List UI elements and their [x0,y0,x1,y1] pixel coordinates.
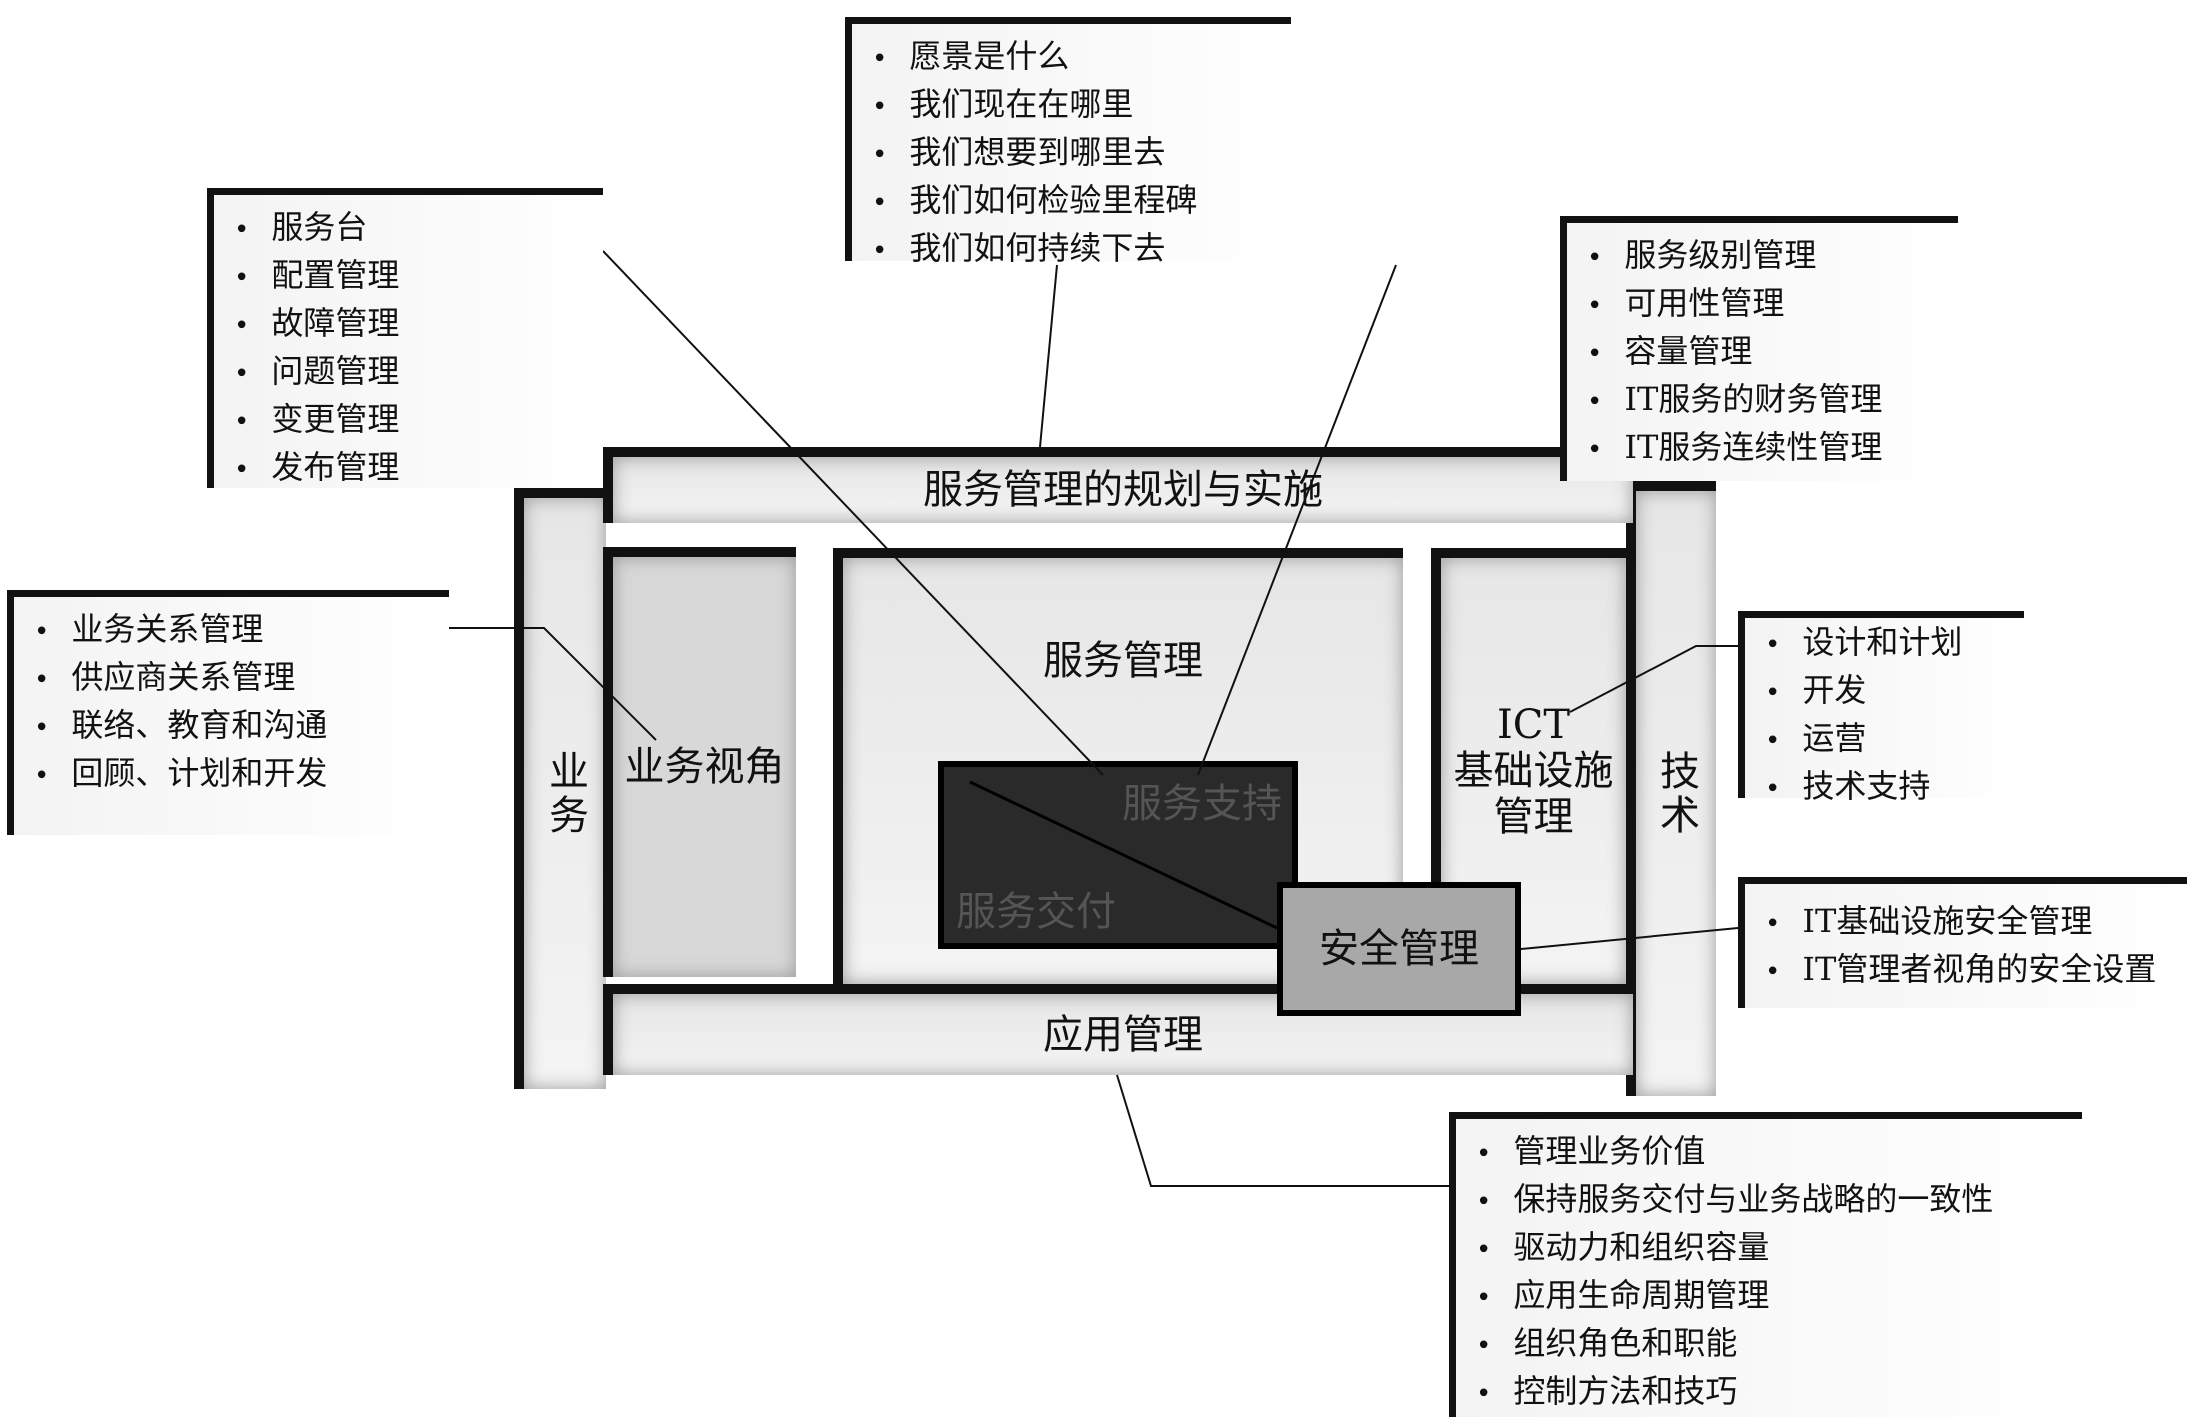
list-item: 运营 [1765,716,2024,764]
callout-security: IT基础设施安全管理IT管理者视角的安全设置 [1738,877,2187,1008]
list-item: 管理业务价值 [1476,1129,2082,1177]
list-item: 我们如何持续下去 [872,226,1291,274]
list-item: IT基础设施安全管理 [1765,899,2187,947]
callout-planning: 愿景是什么我们现在在哪里我们想要到哪里去我们如何检验里程碑我们如何持续下去 [845,17,1291,267]
planning-bar: 服务管理的规划与实施 [603,447,1633,523]
list-item: 设计和计划 [1765,620,2024,668]
callout-service-support: 服务台配置管理故障管理问题管理变更管理发布管理 [207,188,603,488]
list-item: 发布管理 [234,445,603,493]
security-box: 安全管理 [1277,882,1521,1016]
list-item: 开发 [1765,668,2024,716]
list-item: 可用性管理 [1587,281,1958,329]
list-item: IT管理者视角的安全设置 [1765,947,2187,995]
list-item: 愿景是什么 [872,34,1291,82]
security-label: 安全管理 [1319,926,1479,972]
list-item: 变更管理 [234,397,603,445]
list-item: 问题管理 [234,349,603,397]
list-item: 服务级别管理 [1587,233,1958,281]
list-item: 组织角色和职能 [1476,1321,2082,1369]
ict-box: ICT 基础设施 管理 [1431,548,1626,984]
business-label: 业务 [542,749,588,838]
list-item: 我们现在在哪里 [872,82,1291,130]
list-item: IT服务的财务管理 [1587,377,1958,425]
list-item: 我们想要到哪里去 [872,130,1291,178]
list-item: 配置管理 [234,253,603,301]
technology-bar: 技术 [1626,481,1716,1096]
list-item: 应用生命周期管理 [1476,1273,2082,1321]
business-bar: 业务 [514,488,606,1089]
list-item: 技术支持 [1765,764,2024,812]
callout-business-perspective: 业务关系管理供应商关系管理联络、教育和沟通回顾、计划和开发 [7,590,449,835]
list-item: 控制方法和技巧 [1476,1369,2082,1417]
business-perspective-label: 业务视角 [624,744,785,790]
service-delivery-label: 服务交付 [956,889,1116,935]
list-item: 容量管理 [1587,329,1958,377]
list-item: 供应商关系管理 [34,655,449,703]
service-support-label: 服务支持 [1122,781,1282,827]
list-item: 我们如何检验里程碑 [872,178,1291,226]
list-item: 联络、教育和沟通 [34,703,449,751]
list-item: 保持服务交付与业务战略的一致性 [1476,1177,2082,1225]
ict-label: ICT 基础设施 管理 [1453,702,1614,840]
list-item: 故障管理 [234,301,603,349]
service-management-label: 服务管理 [1043,638,1203,684]
list-item: 回顾、计划和开发 [34,751,449,799]
list-item: 业务关系管理 [34,607,449,655]
list-item: 驱动力和组织容量 [1476,1225,2082,1273]
callout-ict: 设计和计划开发运营技术支持 [1738,611,2024,805]
technology-label: 技术 [1653,749,1699,838]
service-core-box: 服务支持 服务交付 [938,761,1298,949]
list-item: IT服务连续性管理 [1587,425,1958,473]
callout-application: 管理业务价值保持服务交付与业务战略的一致性驱动力和组织容量应用生命周期管理组织角… [1449,1112,2082,1417]
list-item: 服务台 [234,205,603,253]
business-perspective-box: 业务视角 [603,547,796,977]
application-label: 应用管理 [1043,1011,1203,1058]
planning-label: 服务管理的规划与实施 [923,467,1323,513]
callout-service-delivery: 服务级别管理可用性管理容量管理IT服务的财务管理IT服务连续性管理 [1560,216,1958,481]
